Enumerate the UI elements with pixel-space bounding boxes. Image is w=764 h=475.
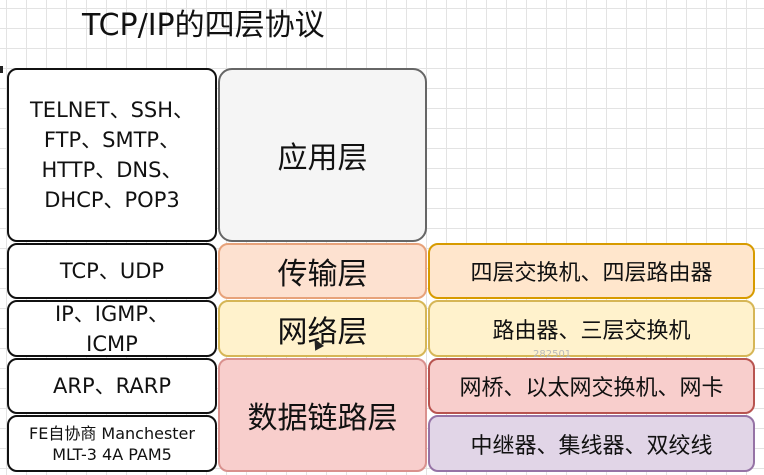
protocol-line: ICMP — [86, 331, 138, 356]
protocol-line: ARP、RARP — [53, 374, 171, 398]
physical-encoding-box[interactable]: FE自协商 Manchester MLT-3 4A PAM5 — [7, 415, 217, 472]
layer-label: 网络层 — [277, 314, 368, 350]
protocol-line: FE自协商 Manchester — [29, 423, 195, 443]
application-protocols-box[interactable]: TELNET、SSH、 FTP、SMTP、 HTTP、DNS、 DHCP、POP… — [7, 68, 217, 242]
network-devices-box[interactable]: 路由器、三层交换机 — [428, 300, 755, 357]
transport-devices-box[interactable]: 四层交换机、四层路由器 — [428, 243, 755, 299]
data-link-layer-box[interactable]: 数据链路层 — [218, 358, 427, 472]
link-devices-box[interactable]: 网桥、以太网交换机、网卡 — [428, 358, 755, 414]
protocol-line: TCP、UDP — [59, 259, 165, 283]
diagram-title: TCP/IP的四层协议 — [82, 8, 325, 43]
protocol-line: IP、IGMP、 — [54, 301, 170, 326]
device-label: 网桥、以太网交换机、网卡 — [459, 376, 724, 401]
device-label: 中继器、集线器、双绞线 — [470, 433, 713, 459]
protocol-line: FTP、SMTP、 — [43, 128, 181, 152]
watermark-text: 282501 — [533, 349, 572, 360]
transport-protocols-box[interactable]: TCP、UDP — [7, 243, 217, 299]
physical-devices-box[interactable]: 中继器、集线器、双绞线 — [428, 415, 755, 472]
layer-label: 数据链路层 — [247, 401, 398, 436]
protocol-line: HTTP、DNS、 — [41, 158, 183, 182]
network-protocols-box[interactable]: IP、IGMP、 ICMP — [7, 300, 217, 357]
arp-protocols-box[interactable]: ARP、RARP — [7, 358, 217, 414]
application-layer-box[interactable]: 应用层 — [218, 68, 427, 242]
layer-label: 应用层 — [277, 141, 368, 176]
edge-marker — [0, 66, 6, 72]
protocol-line: TELNET、SSH、 — [29, 98, 195, 122]
device-label: 路由器、三层交换机 — [492, 318, 691, 344]
protocol-line: DHCP、POP3 — [44, 188, 180, 212]
device-label: 四层交换机、四层路由器 — [470, 261, 713, 286]
protocol-line: MLT-3 4A PAM5 — [52, 444, 172, 464]
network-layer-box[interactable]: 网络层 — [218, 300, 427, 357]
transport-layer-box[interactable]: 传输层 — [218, 243, 427, 299]
layer-label: 传输层 — [277, 257, 368, 292]
